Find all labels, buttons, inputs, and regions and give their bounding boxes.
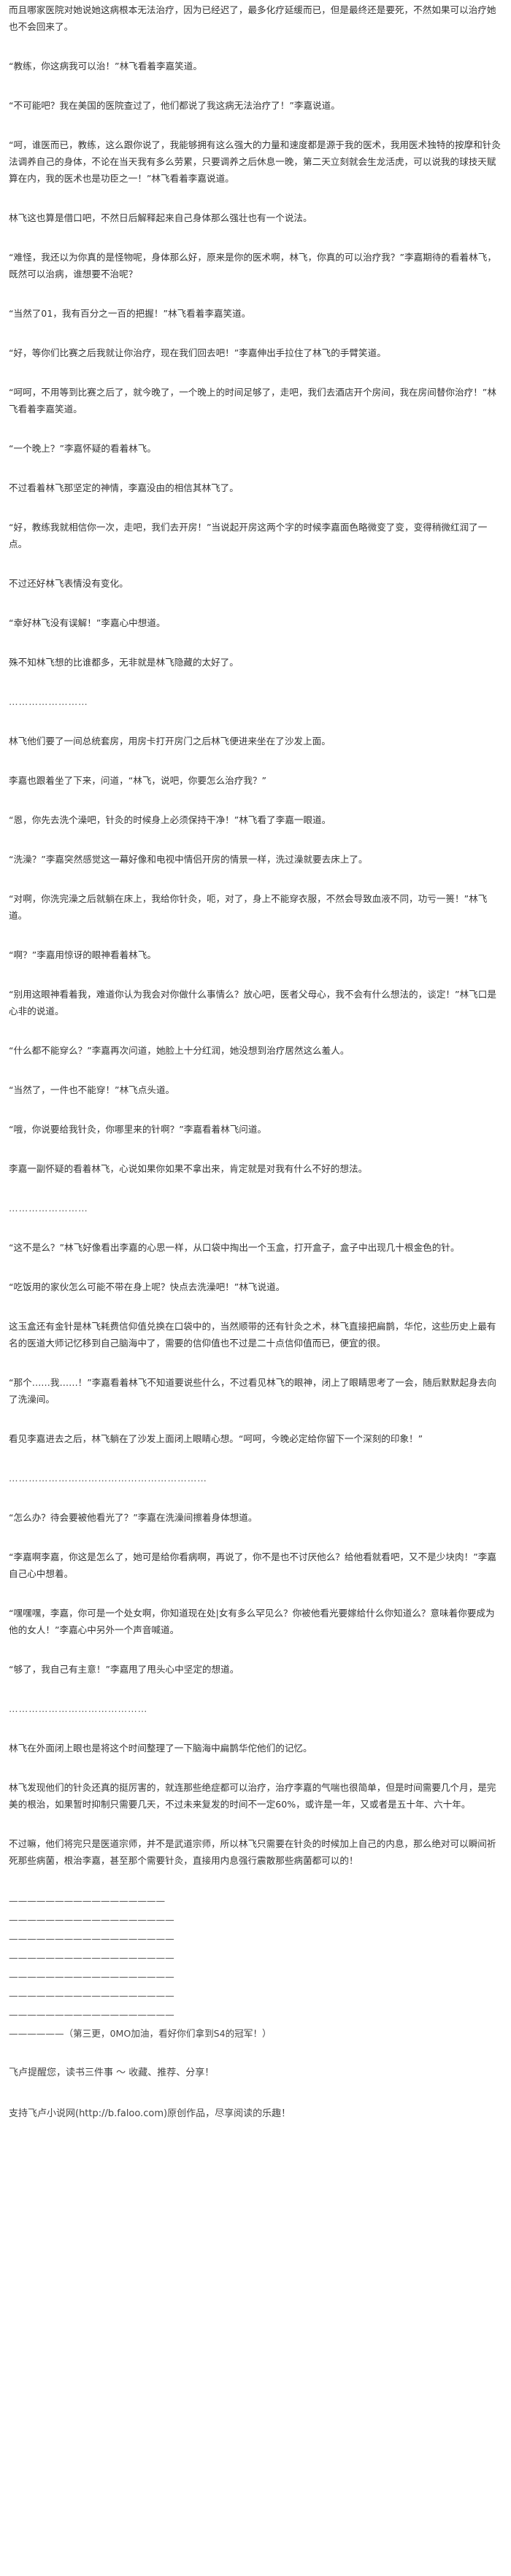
section-separator: …………………………………… <box>9 1703 148 1714</box>
paragraph: 殊不知林飞想的比谁都多，无非就是林飞隐藏的太好了。 <box>9 657 239 668</box>
paragraph: “呵，谁医而已，教练，这么跟你说了，我能够拥有这么强大的力量和速度都是源于我的医… <box>9 139 501 184</box>
paragraph: 李嘉也跟着坐了下来，问道，“林飞，说吧，你要怎么治疗我？” <box>9 775 267 786</box>
dash-line: —————————————————— <box>9 1952 174 1963</box>
paragraph: “这不是么？”林飞好像看出李嘉的心思一样，从口袋中掏出一个玉盒，打开盒子，盒子中… <box>9 1242 460 1253</box>
paragraph: 不过嘛，他们将完只是医道宗师，并不是武道宗师，所以林飞只需要在针灸的时候加上自己… <box>9 1838 496 1866</box>
paragraph: “别用这眼神看着我，难道你认为我会对你做什么事情么？放心吧，医者父母心，我不会有… <box>9 989 496 1017</box>
dash-line: —————————————————— <box>9 2009 174 2020</box>
paragraph: 林飞这也算是借口吧，不然日后解释起来自己身体那么强壮也有一个说法。 <box>9 212 312 223</box>
paragraph: 看见李嘉进去之后，林飞躺在了沙发上面闭上眼睛心想。“呵呵，今晚必定给你留下一个深… <box>9 1433 423 1444</box>
paragraph: 李嘉一副怀疑的看着林飞，心说如果你如果不拿出来，肯定就是对我有什么不好的想法。 <box>9 1163 368 1174</box>
paragraph: “对啊，你洗完澡之后就躺在床上，我给你针灸，呃，对了，身上不能穿衣服，不然会导致… <box>9 893 488 921</box>
paragraph: 林飞他们要了一间总统套房，用房卡打开房门之后林飞便进来坐在了沙发上面。 <box>9 736 331 747</box>
paragraph: 林飞发现他们的针灸还真的挺厉害的，就连那些绝症都可以治疗，治疗李嘉的气喘也很简单… <box>9 1782 496 1810</box>
paragraph: 不过还好林飞表情没有变化。 <box>9 578 128 589</box>
paragraph: “嘿嘿嘿，李嘉，你可是一个处女啊，你知道现在处|女有多么罕见么？你被他看光要嫁给… <box>9 1608 495 1635</box>
paragraph: “吃饭用的家伙怎么可能不带在身上呢？快点去洗澡吧！”林飞说道。 <box>9 1281 285 1292</box>
closing-line: ——————（第三更，0MO加油，看好你们拿到S4的冠军！） <box>9 2028 272 2039</box>
paragraph: “不可能吧？我在美国的医院查过了，他们都说了我这病无法治疗了！”李嘉说道。 <box>9 100 340 111</box>
paragraph: 林飞在外面闭上眼也是将这个时间整理了一下脑海中扁鹊华佗他们的记忆。 <box>9 1743 312 1754</box>
paragraph: “那个……我……！”李嘉看着林飞不知道要说些什么，不过看见林飞的眼神，闭上了眼睛… <box>9 1377 496 1405</box>
paragraph: “洗澡？”李嘉突然感觉这一幕好像和电视中情侣开房的情景一样，洗过澡就要去床上了。 <box>9 854 368 865</box>
paragraph: “难怪，我还以为你真的是怪物呢，身体那么好，原来是你的医术啊，林飞，你真的可以治… <box>9 252 496 279</box>
dash-line: —————————————————— <box>9 1933 174 1944</box>
paragraph: “李嘉啊李嘉，你这是怎么了，她可是给你看病啊，再说了，你不是也不讨厌他么？给他看… <box>9 1551 496 1579</box>
paragraph: 不过看着林飞那坚定的神情，李嘉没由的相信其林飞了。 <box>9 482 239 493</box>
paragraph: “啊？”李嘉用惊讶的眼神看着林飞。 <box>9 949 156 960</box>
paragraph: “够了，我自己有主意！”李嘉甩了甩头心中坚定的想道。 <box>9 1664 239 1675</box>
paragraph: “什么都不能穿么？”李嘉再次问道，她脸上十分红润，她没想到治疗居然这么羞人。 <box>9 1045 350 1056</box>
paragraph: “当然了01，我有百分之一百的把握！”林飞看着李嘉笑道。 <box>9 308 251 319</box>
paragraph: 而且哪家医院对她说她这病根本无法治疗，因为已经迟了，最多化疗延缓而已，但是最终还… <box>9 4 496 32</box>
paragraph: “一个晚上？”李嘉怀疑的看着林飞。 <box>9 443 156 454</box>
dash-separator-block: ————————————————————————————————————————… <box>9 1891 502 2024</box>
paragraph: “好，教练我就相信你一次，走吧，我们去开房！”当说起开房这两个字的时候李嘉面色略… <box>9 522 488 549</box>
dash-line: —————————————————— <box>9 1971 174 1982</box>
article-paragraphs: 而且哪家医院对她说她这病根本无法治疗，因为已经迟了，最多化疗延缓而已，但是最终还… <box>9 1 502 1869</box>
dash-line: ————————————————— <box>9 1895 166 1906</box>
paragraph: “好，等你们比赛之后我就让你治疗，现在我们回去吧！”李嘉伸出手拉住了林飞的手臂笑… <box>9 347 386 358</box>
chapter-footer: 飞卢提醒您，读书三件事 ～ 收藏、推荐、分享！ 支持飞卢小说网(http://b… <box>9 2065 502 2122</box>
paragraph: “呵呵，不用等到比赛之后了，就今晚了，一个晚上的时间足够了，走吧，我们去酒店开个… <box>9 387 496 414</box>
paragraph: “幸好林飞没有误解！”李嘉心中想道。 <box>9 617 166 628</box>
footer-slogan: 飞卢提醒您，读书三件事 ～ 收藏、推荐、分享！ <box>9 2067 215 2078</box>
paragraph: “怎么办？待会要被他看光了？”李嘉在洗澡间擦着身体想道。 <box>9 1512 258 1523</box>
paragraph: “当然了，一件也不能穿！”林飞点头道。 <box>9 1084 175 1095</box>
section-separator: …………………… <box>9 1203 88 1214</box>
paragraph: “哦，你说要给我针灸，你哪里来的针啊？”李嘉看着林飞问道。 <box>9 1124 267 1135</box>
dash-line: —————————————————— <box>9 1990 174 2001</box>
paragraph: “恩，你先去洗个澡吧，针灸的时候身上必须保持干净！”林飞看了李嘉一眼道。 <box>9 814 331 825</box>
paragraph: 这玉盒还有金针是林飞耗费信仰值兑换在口袋中的，当然顺带的还有针灸之术，林飞直接把… <box>9 1321 496 1349</box>
footer-source: 支持飞卢小说网(http://b.faloo.com)原创作品，尽享阅读的乐趣！ <box>9 2108 291 2119</box>
paragraph: “教练，你这病我可以治！”林飞看着李嘉笑道。 <box>9 61 202 72</box>
section-separator: …………………………………………………… <box>9 1473 207 1484</box>
section-separator: …………………… <box>9 696 88 707</box>
dash-line: —————————————————— <box>9 1914 174 1925</box>
